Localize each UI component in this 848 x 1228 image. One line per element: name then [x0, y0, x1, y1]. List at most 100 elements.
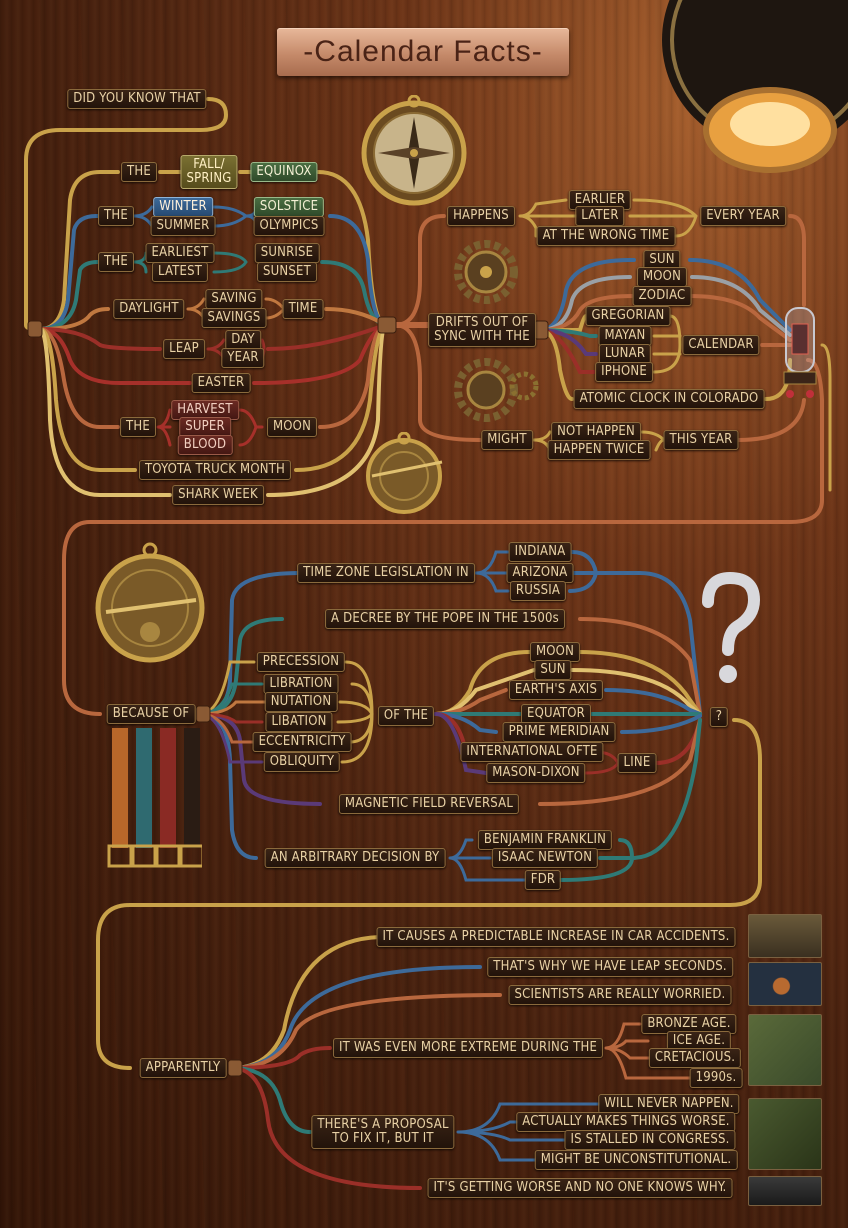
label-earths-axis: EARTH'S AXIS	[508, 680, 604, 700]
label-not-happen: NOT HAPPEN	[551, 422, 641, 442]
worse-thumbnail	[748, 1176, 822, 1206]
label-nutation: NUTATION	[264, 692, 338, 712]
label-arbitrary: AN ARBITRARY DECISION BY	[264, 848, 446, 868]
label-day: DAY	[225, 330, 261, 350]
label-happen-twice: HAPPEN TWICE	[547, 440, 651, 460]
label-easter: EASTER	[191, 373, 251, 393]
label-moon: MOON	[529, 642, 581, 662]
congress-thumbnail	[748, 1098, 822, 1170]
label-makes-worse: ACTUALLY MAKES THINGS WORSE.	[516, 1112, 736, 1132]
label-line: LINE	[617, 753, 657, 773]
label-cretacious: CRETACIOUS.	[648, 1048, 742, 1068]
label-question: ?	[709, 707, 729, 727]
label-savings: SAVINGS	[201, 308, 267, 328]
gear-icon	[454, 358, 539, 422]
label-precession: PRECESSION	[256, 652, 346, 672]
label-russia: RUSSIA	[509, 581, 567, 601]
gear-icon	[454, 240, 518, 304]
label-leap: LEAP	[163, 339, 205, 359]
label-indiana: INDIANA	[508, 542, 572, 562]
label-pope: A DECREE BY THE POPE IN THE 1500s	[325, 609, 565, 629]
label-ice-age: ICE AGE.	[666, 1031, 732, 1051]
label-of-the: OF THE	[377, 706, 435, 726]
label-sunrise: SUNRISE	[254, 243, 320, 263]
label-solstice: SOLSTICE	[253, 197, 325, 217]
label-olympics: OLYMPICS	[253, 216, 325, 236]
label-fdr: FDR	[524, 870, 562, 890]
page-title: -Calendar Facts-	[277, 28, 569, 76]
label-worried: SCIENTISTS ARE REALLY WORRIED.	[508, 985, 732, 1005]
label-atomic-clock: ATOMIC CLOCK IN COLORADO	[573, 389, 765, 409]
label-the: THE	[98, 252, 134, 272]
label-moon: MOON	[636, 267, 688, 287]
lamp-icon	[662, 0, 848, 173]
label-calendar: CALENDAR	[682, 335, 760, 355]
label-super: SUPER	[179, 417, 231, 437]
label-time-zone: TIME ZONE LEGISLATION IN	[297, 563, 475, 583]
label-summer: SUMMER	[150, 216, 216, 236]
label-moon: MOON	[266, 417, 318, 437]
label-iphone: IPHONE	[595, 362, 653, 382]
label-mayan: MAYAN	[598, 326, 652, 346]
label-wrong-time: AT THE WRONG TIME	[536, 226, 676, 246]
label-daylight: DAYLIGHT	[113, 299, 185, 319]
diorama-thumbnail	[748, 1014, 822, 1086]
label-sun: SUN	[643, 250, 681, 270]
label-leap-seconds: THAT'S WHY WE HAVE LEAP SECONDS.	[487, 957, 733, 977]
label-obliquity: OBLIQUITY	[263, 752, 341, 772]
label-gregorian: GREGORIAN	[585, 306, 671, 326]
label-extreme: IT WAS EVEN MORE EXTREME DURING THE	[332, 1038, 604, 1058]
label-prime-meridian: PRIME MERIDIAN	[502, 722, 616, 742]
label-later: LATER	[575, 206, 625, 226]
label-1990s: 1990s.	[689, 1068, 743, 1088]
label-proposal: THERE'S A PROPOSAL TO FIX IT, BUT IT	[311, 1115, 455, 1149]
label-apparently: APPARENTLY	[139, 1058, 227, 1078]
label-might: MIGHT	[481, 430, 533, 450]
label-saving: SAVING	[205, 289, 263, 309]
label-zodiac: ZODIAC	[632, 286, 692, 306]
label-winter: WINTER	[153, 197, 213, 217]
label-sunset: SUNSET	[257, 262, 317, 282]
car-thumbnail	[748, 914, 822, 958]
leather-straps-icon	[107, 728, 202, 868]
label-never-nappen: WILL NEVER NAPPEN.	[598, 1094, 740, 1114]
label-stalled: IS STALLED IN CONGRESS.	[564, 1130, 736, 1150]
label-intro: DID YOU KNOW THAT	[67, 89, 207, 109]
label-earliest: EARLIEST	[145, 243, 215, 263]
label-blood: BLOOD	[177, 435, 233, 455]
label-libration: LIBRATION	[263, 674, 339, 694]
label-car-accidents: IT CAUSES A PREDICTABLE INCREASE IN CAR …	[376, 927, 736, 947]
label-unconstitutional: MIGHT BE UNCONSTITUTIONAL.	[534, 1150, 738, 1170]
compass-icon	[361, 95, 467, 206]
label-because-of: BECAUSE OF	[106, 704, 196, 724]
label-every-year: EVERY YEAR	[700, 206, 786, 226]
label-latest: LATEST	[151, 262, 209, 282]
label-mason-dixon: MASON-DIXON	[486, 763, 586, 783]
label-toyota: TOYOTA TRUCK MONTH	[138, 460, 292, 480]
label-sun: SUN	[534, 660, 572, 680]
label-eccentricity: ECCENTRICITY	[252, 732, 352, 752]
label-getting-worse: IT'S GETTING WORSE AND NO ONE KNOWS WHY.	[427, 1178, 733, 1198]
label-franklin: BENJAMIN FRANKLIN	[477, 830, 613, 850]
label-drifts: DRIFTS OUT OF SYNC WITH THE	[428, 313, 536, 347]
label-libation: LIBATION	[265, 712, 333, 732]
label-year: YEAR	[221, 348, 265, 368]
astrolabe-icon	[366, 432, 443, 514]
label-lunar: LUNAR	[598, 344, 652, 364]
label-newton: ISAAC NEWTON	[491, 848, 599, 868]
label-equator: EQUATOR	[520, 704, 592, 724]
label-the: THE	[98, 206, 134, 226]
label-time: TIME	[282, 299, 324, 319]
label-equinox: EQUINOX	[250, 162, 318, 182]
label-arizona: ARIZONA	[506, 563, 574, 583]
label-this-year: THIS YEAR	[663, 430, 739, 450]
label-shark-week: SHARK WEEK	[172, 485, 264, 505]
solar-system-thumbnail	[748, 962, 822, 1006]
label-the: THE	[121, 162, 157, 182]
astrolabe-icon	[95, 542, 205, 663]
label-international: INTERNATIONAL OFTE	[460, 742, 604, 762]
label-magnetic: MAGNETIC FIELD REVERSAL	[338, 794, 520, 814]
label-fall-spring: FALL/ SPRING	[180, 155, 238, 189]
